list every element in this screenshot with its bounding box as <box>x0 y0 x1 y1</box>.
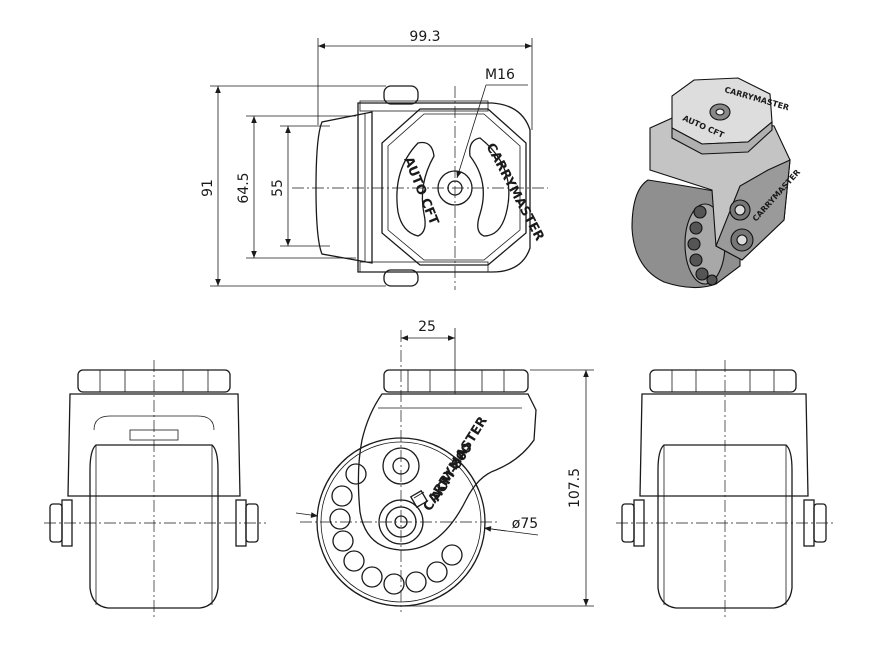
brand-marking-top: CARRYMASTER <box>482 141 546 244</box>
top-view: AUTO CFT CARRYMASTER <box>292 85 548 290</box>
top-view-dimensions: 99.3 91 64.5 55 M16 <box>200 29 533 287</box>
rear-view <box>616 360 834 620</box>
dim-offset: 25 <box>418 319 436 335</box>
front-view <box>44 360 266 620</box>
dim-height-total: 91 <box>200 179 216 197</box>
isometric-view: CARRYMASTER CARRYMASTER AUTO CFT <box>631 77 802 289</box>
dim-thread: M16 <box>485 67 515 83</box>
dim-width: 99.3 <box>409 29 440 45</box>
side-view: ACM-800 CARRYMASTER <box>300 330 537 612</box>
dim-wheel-diameter: ø75 <box>512 516 538 532</box>
dim-height: 107.5 <box>567 468 583 508</box>
dim-mount-outer: 64.5 <box>236 172 252 203</box>
brand-marking-side: CARRYMASTER <box>421 414 491 514</box>
brand-logo-icon <box>409 489 429 509</box>
side-view-dimensions: 25 107.5 ø75 <box>295 319 594 607</box>
dim-mount-inner: 55 <box>270 179 286 197</box>
auto-cft-marking: AUTO CFT <box>400 155 441 227</box>
